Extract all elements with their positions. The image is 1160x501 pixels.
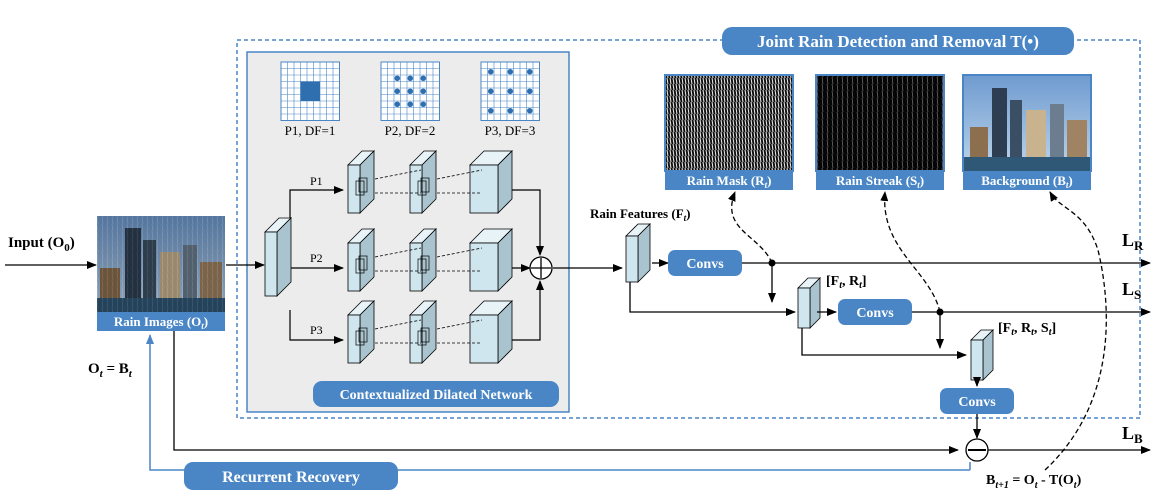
convs-pill-1: [668, 250, 742, 276]
background-image: [962, 74, 1092, 172]
ot-bt-label: Ot = Bt: [88, 361, 133, 380]
fr-label: [Ft, Rt]: [826, 274, 867, 291]
rain-image: [97, 216, 225, 312]
rain-streak-label: Rain Streak (St): [836, 173, 924, 190]
branch-p3: P3: [310, 323, 323, 337]
frs-block: [970, 329, 994, 381]
rain-images-pill: [97, 312, 225, 331]
rain-features-block: [625, 223, 651, 283]
conv-p1-3: [469, 150, 513, 214]
background-pill: [963, 171, 1091, 190]
recurrent-label: Recurrent Recovery: [222, 469, 360, 486]
conv-blocks: [264, 150, 994, 381]
conv-p1-1: [347, 150, 375, 214]
sum-symbol: [531, 258, 551, 278]
rain-streak-pill: [816, 171, 944, 190]
pattern-label-p2: P2, DF=2: [385, 123, 436, 138]
frs-label: [Ft, Rt, St]: [998, 321, 1056, 338]
conv-p3-2: [409, 300, 437, 364]
trunk-lines: [629, 259, 1151, 454]
dashed-output-arrows: [727, 191, 1107, 471]
dilation-lines-p2: [374, 247, 483, 272]
pattern-label-p3: P3, DF=3: [485, 123, 536, 138]
dilation-lines-p1: [374, 169, 483, 194]
rain-mask-pill: [665, 171, 793, 190]
bt1-equation: Bt+1 = Ot - T(Ot): [986, 473, 1082, 491]
convs-pill-2: [838, 299, 912, 325]
conv-p1-2: [409, 150, 437, 214]
convs-label-3: Convs: [958, 395, 996, 410]
convs-label-2: Convs: [856, 306, 894, 321]
grid-p2: [380, 61, 440, 121]
grid-p3: [480, 61, 540, 121]
input-label: Input (O0): [8, 235, 75, 254]
loss-s: LS: [1122, 279, 1141, 302]
loss-r: LR: [1122, 230, 1144, 253]
rain-mask-image: [664, 74, 794, 172]
context-label: Contextualized Dilated Network: [340, 388, 533, 403]
conv-p2-1: [347, 228, 375, 292]
rain-streak-image: [815, 74, 945, 172]
grid-p1: [280, 61, 340, 121]
joint-title: Joint Rain Detection and Removal T(•): [757, 32, 1039, 51]
input-conv-block: [264, 217, 292, 297]
joint-title-pill: [722, 27, 1074, 55]
rain-mask-label: Rain Mask (Rt): [687, 173, 772, 190]
conv-p3-3: [469, 300, 513, 364]
context-pill: [313, 381, 559, 407]
recurrent-loop-line: [146, 334, 970, 471]
fr-block: [797, 277, 821, 329]
ot-skip-line: [173, 331, 959, 454]
loss-b: LB: [1122, 423, 1143, 446]
rain-images-label: Rain Images (Ot): [114, 314, 208, 331]
dilation-lines-p3: [374, 319, 483, 344]
conv-p2-3: [469, 228, 513, 292]
joint-box: [236, 39, 1141, 419]
recurrent-pill: [184, 462, 398, 490]
network-connections: [289, 186, 623, 344]
background-label: Background (Bt): [981, 173, 1073, 190]
conv-p3-1: [347, 300, 375, 364]
convs-label-1: Convs: [686, 257, 724, 272]
branch-p2: P2: [310, 251, 323, 265]
convs-pill-3: [940, 388, 1014, 414]
pattern-label-p1: P1, DF=1: [285, 123, 336, 138]
branch-p1: P1: [310, 174, 323, 188]
rain-features-label: Rain Features (Ft): [590, 206, 691, 223]
conv-p2-2: [409, 228, 437, 292]
